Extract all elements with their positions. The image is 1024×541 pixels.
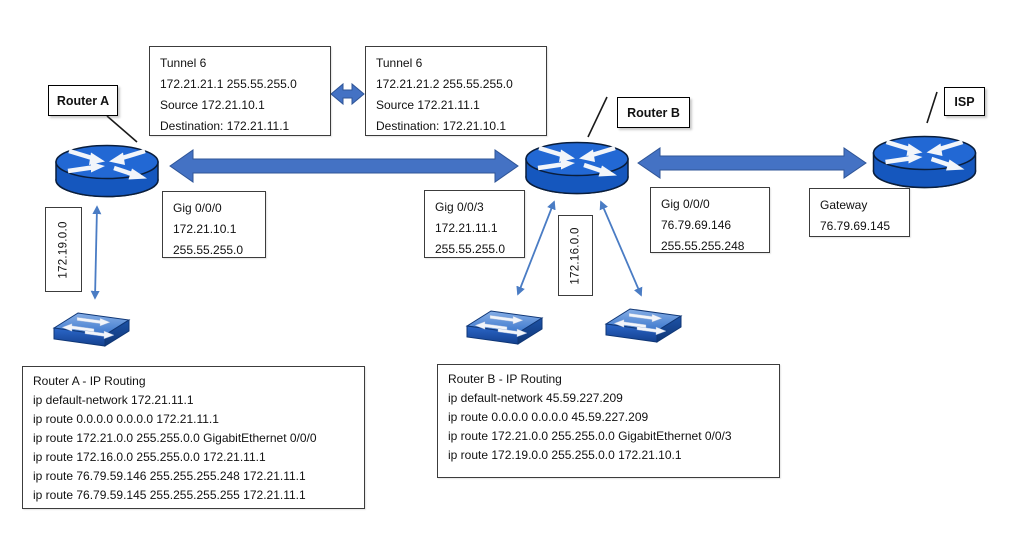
link-router-b-switch-right-arrow (599, 200, 643, 297)
gig-a-line: 172.21.10.1 (173, 222, 237, 236)
gateway-line: 76.79.69.145 (820, 219, 891, 233)
router-b-icon (523, 138, 631, 196)
gig-b-wan-interface-box: Gig 0/0/0 76.79.69.146 255.55.255.248 (650, 187, 770, 253)
router-a-route: ip default-network 172.21.11.1 (33, 393, 194, 407)
router-a-label: Router A (48, 85, 118, 116)
link-router-b-isp-arrow (637, 147, 867, 179)
router-b-label: Router B (617, 97, 690, 128)
router-a-route: ip route 172.21.0.0 255.255.0.0 GigabitE… (33, 431, 317, 445)
network-b-label-text: 172.16.0.0 (569, 226, 582, 285)
gig-b-wan-line: 255.55.255.248 (661, 239, 745, 253)
router-b-label-text: Router B (627, 105, 680, 120)
router-a-callout-line (106, 115, 138, 143)
gateway-line: Gateway (820, 198, 868, 212)
router-a-route: ip route 76.79.59.145 255.255.255.255 17… (33, 488, 306, 502)
router-a-icon (54, 141, 160, 199)
router-a-routing-box: Router A - IP Routing ip default-network… (22, 366, 365, 509)
router-b-routing-title: Router B - IP Routing (448, 372, 562, 386)
link-router-a-switch-arrow (90, 205, 102, 300)
tunnel-b-line: Destination: 172.21.10.1 (376, 119, 507, 133)
tunnel-a-box: Tunnel 6 172.21.21.1 255.55.255.0 Source… (149, 46, 331, 136)
router-b-route: ip route 0.0.0.0 0.0.0.0 45.59.227.209 (448, 410, 649, 424)
router-a-route: ip route 172.16.0.0 255.255.0.0 172.21.1… (33, 450, 266, 464)
link-router-a-router-b-arrow (169, 149, 519, 183)
network-a-label-text: 172.19.0.0 (57, 220, 70, 279)
tunnel-b-line: Tunnel 6 (376, 56, 423, 70)
tunnel-a-line: 172.21.21.1 255.55.255.0 (160, 77, 297, 91)
router-b-route: ip route 172.21.0.0 255.255.0.0 GigabitE… (448, 429, 732, 443)
gig-b-lan-line: 255.55.255.0 (435, 242, 506, 256)
gig-a-line: 255.55.255.0 (173, 243, 244, 257)
isp-label: ISP (944, 87, 985, 116)
tunnel-b-box: Tunnel 6 172.21.21.2 255.55.255.0 Source… (365, 46, 547, 136)
gig-b-lan-line: 172.21.11.1 (435, 221, 498, 235)
switch-a-icon (50, 306, 132, 354)
router-a-label-text: Router A (56, 93, 110, 108)
router-b-callout-line (587, 96, 608, 138)
tunnel-b-line: Source 172.21.11.1 (376, 98, 480, 112)
switch-b-left-icon (464, 304, 544, 352)
tunnel-double-arrow (330, 82, 365, 106)
router-b-route: ip route 172.19.0.0 255.255.0.0 172.21.1… (448, 448, 682, 462)
tunnel-a-line: Source 172.21.10.1 (160, 98, 265, 112)
isp-callout-line (926, 91, 938, 124)
gig-b-lan-line: Gig 0/0/3 (435, 200, 484, 214)
gig-b-wan-line: 76.79.69.146 (661, 218, 732, 232)
network-a-label-box: 172.19.0.0 (45, 207, 82, 292)
tunnel-a-line: Destination: 172.21.11.1 (160, 119, 290, 133)
isp-router-icon (871, 132, 978, 190)
tunnel-b-line: 172.21.21.2 255.55.255.0 (376, 77, 513, 91)
network-b-label-box: 172.16.0.0 (558, 215, 593, 296)
router-a-route: ip route 76.79.59.146 255.255.255.248 17… (33, 469, 306, 483)
router-a-routing-title: Router A - IP Routing (33, 374, 146, 388)
gateway-box: Gateway 76.79.69.145 (809, 188, 910, 237)
switch-b-right-icon (603, 302, 683, 350)
gig-a-interface-box: Gig 0/0/0 172.21.10.1 255.55.255.0 (162, 191, 266, 258)
isp-label-text: ISP (954, 94, 975, 109)
router-a-route: ip route 0.0.0.0 0.0.0.0 172.21.11.1 (33, 412, 219, 426)
router-b-routing-box: Router B - IP Routing ip default-network… (437, 364, 780, 478)
gig-b-lan-interface-box: Gig 0/0/3 172.21.11.1 255.55.255.0 (424, 190, 525, 258)
gig-b-wan-line: Gig 0/0/0 (661, 197, 710, 211)
gig-a-line: Gig 0/0/0 (173, 201, 222, 215)
tunnel-a-line: Tunnel 6 (160, 56, 207, 70)
router-b-route: ip default-network 45.59.227.209 (448, 391, 623, 405)
